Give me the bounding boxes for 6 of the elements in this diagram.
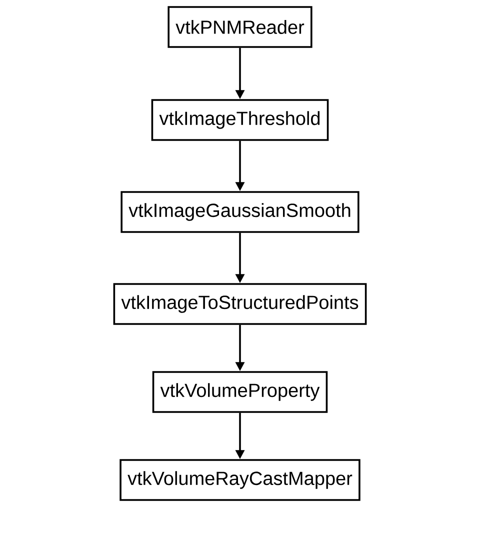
class-box: vtkVolumeRayCastMapper (120, 459, 360, 501)
class-box: vtkVolumeProperty (152, 371, 328, 413)
class-box: vtkImageGaussianSmooth (120, 191, 360, 233)
class-box: vtkImageToStructuredPoints (113, 283, 367, 325)
class-box: vtkPNMReader (168, 6, 312, 48)
class-box: vtkImageThreshold (151, 99, 329, 141)
